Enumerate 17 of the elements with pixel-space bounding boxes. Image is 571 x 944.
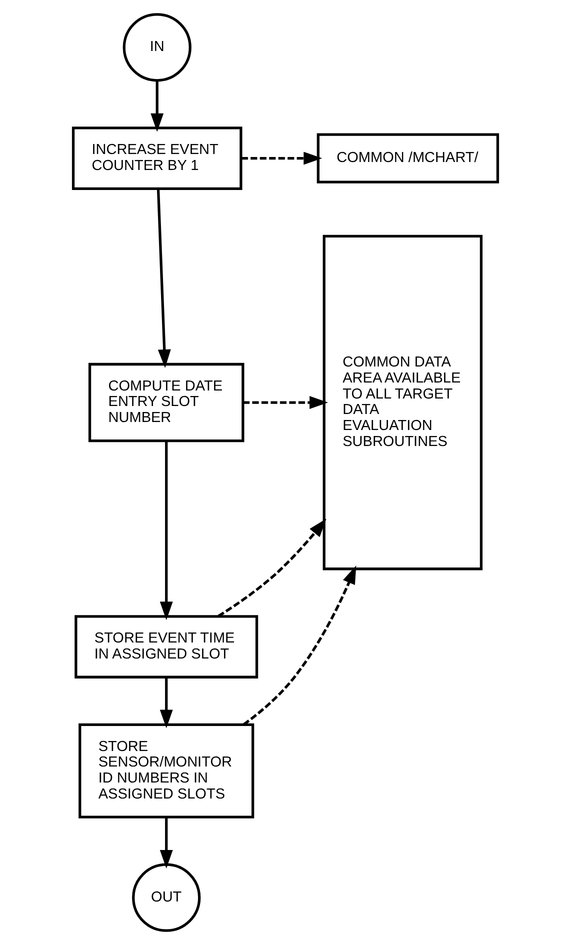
- arrow: [242, 564, 356, 726]
- node-box: COMMON /MCHART/: [316, 132, 500, 183]
- arrow: [160, 816, 173, 868]
- arrow: [242, 396, 328, 409]
- node-circle: IN: [122, 12, 192, 82]
- arrow: [160, 440, 173, 620]
- node-box: INCREASE EVENT COUNTER BY 1: [72, 126, 242, 190]
- arrow: [156, 188, 171, 368]
- node-box: STORE SENSOR/MONITOR ID NUMBERS IN ASSIGNED SLOTS: [78, 722, 254, 818]
- arrow: [160, 676, 173, 728]
- node-box: COMMON DATA AREA AVAILABLE TO ALL TARGET DATA EVALUATION SUBROUTINES: [322, 234, 483, 570]
- arrow: [241, 151, 322, 164]
- node-box: STORE EVENT TIME IN ASSIGNED SLOT: [74, 614, 258, 678]
- node-box: COMPUTE DATE ENTRY SLOT NUMBER: [88, 362, 244, 442]
- arrow: [218, 518, 326, 617]
- node-circle: OUT: [132, 862, 201, 932]
- arrow: [150, 80, 164, 132]
